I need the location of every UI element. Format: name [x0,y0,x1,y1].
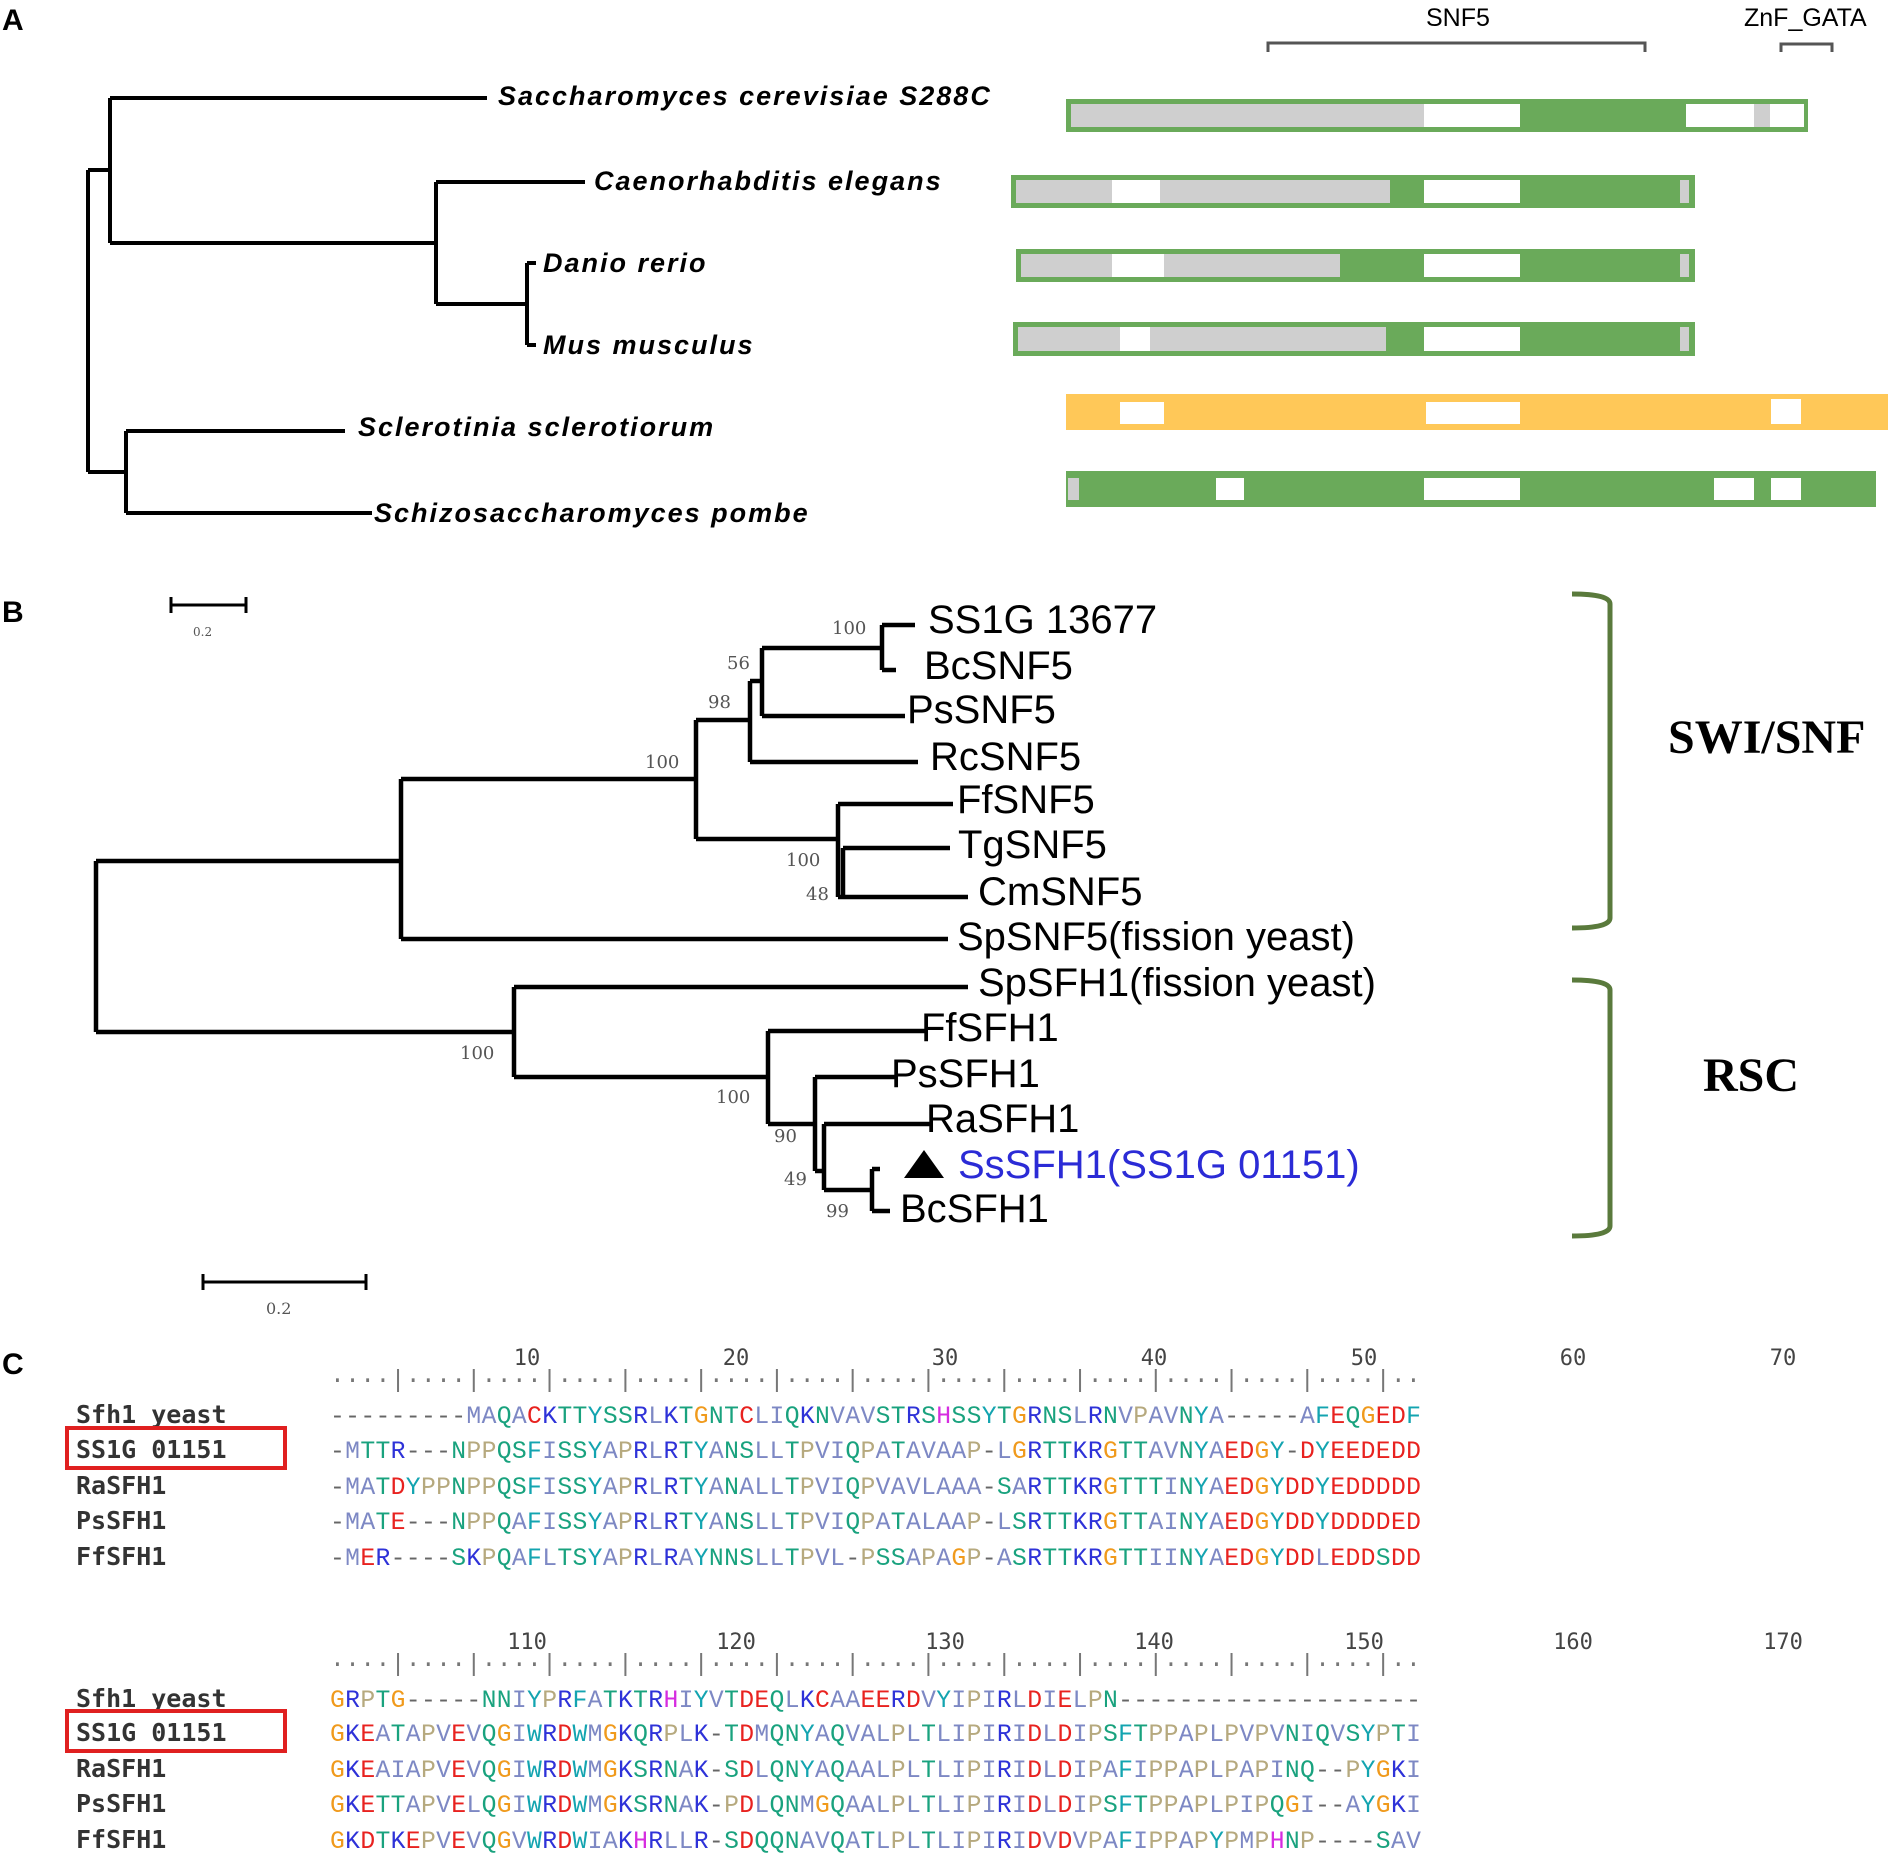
alignment-block: 10 20 30 40 50 60 70 ····|····|····|····|····|·… [76,1346,1796,1573]
panel-label-a: A [2,4,24,37]
species-label: Danio rerio [543,248,708,278]
swi-snf-group-label: SWI/SNF [1668,711,1865,764]
aligned-sequence: -MATE---NPPQAFISSYAPRLRTYANSLLTPVIQPATAL… [330,1509,1421,1537]
taxon-label: SpSFH1(fission yeast) [978,961,1376,1005]
sequence-name: Sfh1 yeast [76,1400,227,1429]
sequence-name: Sfh1 yeast [76,1684,227,1713]
species-label: Mus musculus [543,330,755,360]
protein-bar-ssclerotiorum [1066,394,1888,430]
sequence-name: FfSFH1 [76,1542,166,1571]
sequence-name: SS1G 01151 [76,1435,227,1464]
ruler-number: 110 [507,1630,547,1655]
bootstrap-value: 100 [786,850,820,871]
ruler-number: 70 [1770,1346,1797,1371]
bootstrap-value: 100 [832,618,866,639]
ruler-number: 120 [716,1630,756,1655]
ruler-number: 130 [925,1630,965,1655]
species-label: Saccharomyces cerevisiae S288C [498,81,992,111]
ruler-number: 140 [1134,1630,1174,1655]
bootstrap-value: 99 [826,1201,849,1222]
sequence-name: RaSFH1 [76,1471,166,1500]
gene-tree [93,622,968,1214]
taxon-label: BcSFH1 [900,1187,1049,1231]
bootstrap-value: 100 [460,1043,494,1064]
sequence-name: PsSFH1 [76,1506,166,1535]
species-label: Sclerotinia sclerotiorum [358,412,715,442]
protein-bar-drerio [1016,249,1695,282]
rsc-bracket [1571,977,1613,1239]
ruler-ticks: ····|····|····|····|····|····|····|····|… [330,1651,1421,1679]
aligned-sequence: ---------MAQACKTTYSSRLKTGNTCLIQKNVAVSTRS… [330,1403,1421,1431]
taxon-label-highlight: SsSFH1(SS1G 01151) [958,1143,1360,1187]
sequence-name: RaSFH1 [76,1754,166,1783]
aligned-sequence: -MTTR---NPPQSFISSYAPRLRTYANSLLTPVIQPATAV… [330,1438,1421,1466]
bootstrap-value: 98 [708,692,731,713]
taxon-label: CmSNF5 [978,870,1142,914]
triangle-marker-icon [904,1150,944,1178]
scale-bar-bottom [201,1274,368,1290]
znf-domain-label: ZnF_GATA [1744,4,1867,32]
panel-label-b: B [2,596,24,629]
taxon-label: BcSNF5 [924,644,1073,688]
taxon-label: TgSNF5 [958,823,1107,867]
bootstrap-value: 48 [806,884,829,905]
aligned-sequence: GKDTKEPVEVQGVWRDWIAKHRLLR-SDQQNAVQATLPLT… [330,1828,1421,1856]
taxon-label: PsSNF5 [907,688,1056,732]
bootstrap-value: 90 [774,1126,797,1147]
ruler-number: 40 [1141,1346,1168,1371]
highlight-box [65,1709,287,1753]
protein-bar-spombe [1066,471,1876,507]
taxon-label: SS1G 13677 [928,598,1157,642]
ruler-number: 160 [1553,1630,1593,1655]
scale-bar-top-label: 0.2 [193,625,212,639]
taxon-label: FfSNF5 [957,778,1095,822]
bootstrap-value: 56 [727,653,750,674]
aligned-sequence: -MER----SKPQAFLTSYAPRLRAYNNSLLTPVL-PSSAP… [330,1545,1421,1573]
sequence-name: PsSFH1 [76,1789,166,1818]
znf-domain-bracket [1779,42,1834,52]
scale-bar-top [169,597,248,613]
alignment-block: 110 120 130 140 150 160 170 ····|····|····|····… [76,1630,1803,1856]
protein-bar-celegans [1011,175,1695,208]
ruler-number: 10 [514,1346,541,1371]
aligned-sequence: GRPTG-----NNIYPRFATKTRHIYVTDEQLKCAAEERDV… [330,1687,1421,1715]
ruler-number: 20 [723,1346,750,1371]
taxon-label: RaSFH1 [926,1097,1079,1141]
bootstrap-value: 100 [716,1087,750,1108]
bootstrap-value: 49 [784,1169,807,1190]
protein-bar-mmusculus [1013,322,1695,356]
ruler-ticks: ····|····|····|····|····|····|····|····|… [330,1367,1421,1395]
aligned-sequence: GKEAIAPVEVQGIWRDWMGKSRNAK-SDLQNYAQAALPLT… [330,1757,1421,1785]
protein-bar-scerevisiae [1066,99,1808,132]
ruler-number: 50 [1351,1346,1378,1371]
taxon-label: PsSFH1 [891,1052,1040,1096]
snf5-domain-bracket [1266,41,1647,52]
aligned-sequence: GKEATAPVEVQGIWRDWMGKQRPLK-TDMQNYAQVALPLT… [330,1721,1421,1749]
aligned-sequence: -MATDYPPNPPQSFISSYAPRLRTYANALLTPVIQPVAVL… [330,1474,1421,1502]
ruler-number: 30 [932,1346,959,1371]
snf5-domain-label: SNF5 [1426,4,1490,32]
rsc-group-label: RSC [1703,1049,1799,1102]
taxon-label: FfSFH1 [921,1006,1059,1050]
scale-bar-bottom-label: 0.2 [266,1299,291,1318]
species-label: Schizosaccharomyces pombe [374,498,810,528]
panel-label-c: C [2,1348,24,1381]
ruler-number: 150 [1344,1630,1384,1655]
ruler-number: 60 [1560,1346,1587,1371]
ruler-number: 170 [1763,1630,1803,1655]
taxon-label: SpSNF5(fission yeast) [957,915,1355,959]
species-label: Caenorhabditis elegans [594,166,943,196]
sequence-name: SS1G 01151 [76,1718,227,1747]
sequence-name: FfSFH1 [76,1825,166,1854]
highlight-box [65,1426,287,1470]
swi-snf-bracket [1571,591,1613,931]
species-tree [86,96,585,515]
taxon-label: RcSNF5 [930,735,1081,779]
bootstrap-value: 100 [645,752,679,773]
aligned-sequence: GKETTAPVELQGIWRDWMGKSRNAK-PDLQNMGQAALPLT… [330,1792,1421,1820]
